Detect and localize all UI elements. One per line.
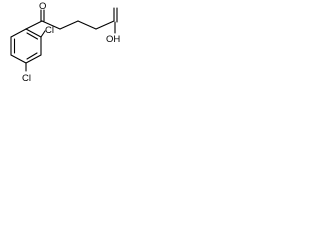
chain-bond <box>95 20 115 30</box>
molecule-svg: O Cl Cl OH <box>10 1 120 84</box>
hydroxyl-label: OH <box>106 34 120 45</box>
carbonyl-oxygen-label: O <box>39 1 46 12</box>
ring-double-bond <box>26 52 38 60</box>
ring-bond <box>10 54 27 64</box>
c-cl-bond <box>40 30 46 38</box>
chain-bond <box>59 20 79 30</box>
chain-bond <box>77 20 97 30</box>
ring-bond <box>25 28 42 38</box>
benzene-ring <box>10 28 42 64</box>
ring-bond <box>10 28 27 38</box>
chlorine-2-label: Cl <box>45 25 54 36</box>
ring-double-bond <box>26 32 39 40</box>
chain-bond <box>41 20 61 30</box>
chlorine-3-label: Cl <box>22 73 31 84</box>
ring-to-carbonyl-bond <box>25 20 43 30</box>
structure-diagram: O Cl Cl OH <box>0 0 138 93</box>
ring-bond <box>25 54 42 64</box>
